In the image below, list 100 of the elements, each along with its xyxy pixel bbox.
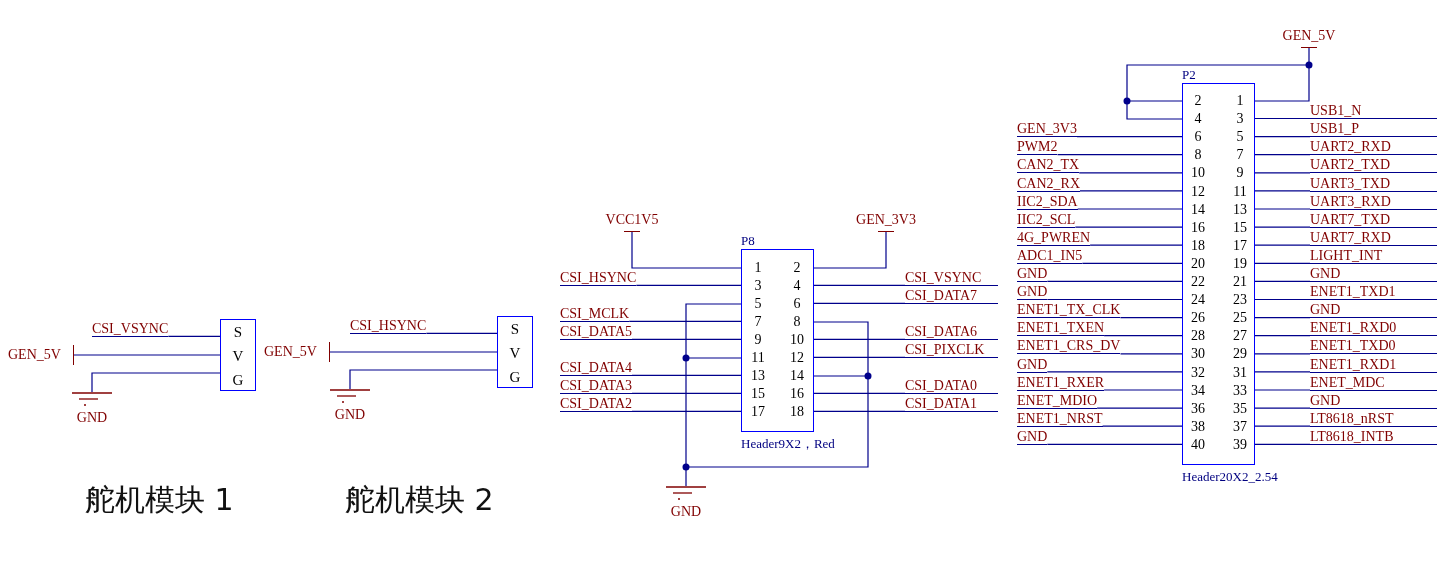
power-port	[8, 345, 74, 365]
net-label: ENET_MDC	[1310, 374, 1437, 391]
net-label: GND	[1017, 284, 1048, 301]
pin-number: 27	[1232, 328, 1248, 345]
wire	[813, 284, 906, 286]
net-label: UART2_TXD	[1310, 157, 1437, 174]
pin-number: 15	[750, 386, 766, 402]
pin-number: 30	[1190, 346, 1206, 363]
wire	[1254, 117, 1311, 120]
wire	[1119, 317, 1183, 319]
pin-number: 16	[1190, 219, 1206, 236]
pin-number: 24	[1190, 292, 1206, 309]
connector-box	[497, 316, 533, 388]
wire	[1254, 425, 1311, 427]
net-label: CSI_VSYNC	[92, 321, 169, 337]
net-label: UART2_RXD	[1310, 139, 1437, 156]
pin-number: 4	[792, 278, 802, 294]
net-label: CSI_MCLK	[560, 306, 630, 322]
pin-number: 5	[753, 296, 763, 312]
pin-number: 1	[753, 260, 763, 276]
net-label: GND	[75, 410, 109, 425]
wire	[1254, 371, 1311, 373]
pin-label: G	[231, 372, 245, 388]
wire	[1254, 280, 1311, 282]
wire	[1074, 226, 1183, 228]
pin-label: S	[509, 321, 521, 337]
pin-number: 31	[1232, 364, 1248, 381]
module-caption: 舵机模块 1	[85, 482, 234, 518]
wire	[1254, 136, 1311, 138]
pin-number: 25	[1232, 310, 1248, 327]
wire	[1103, 389, 1183, 391]
wire	[1096, 407, 1183, 409]
pin-number: 10	[1190, 165, 1206, 182]
pin-number: 7	[753, 314, 763, 330]
wire	[1254, 208, 1311, 210]
net-label: GEN_5V	[1281, 28, 1337, 43]
net-label: CSI_DATA1	[905, 396, 998, 412]
pin-number: 2	[1193, 93, 1203, 109]
net-label: UART7_RXD	[1310, 229, 1437, 246]
part-value: Header20X2_2.54	[1182, 469, 1278, 484]
wire	[1254, 317, 1311, 319]
net-label: CSI_DATA7	[905, 288, 998, 304]
pin-number: 3	[1235, 111, 1245, 128]
wire	[1254, 46, 1310, 102]
net-label: CSI_VSYNC	[905, 270, 998, 286]
pin-number: 28	[1190, 328, 1206, 345]
net-label: GEN_3V3	[1017, 121, 1077, 138]
net-label: ENET1_TXD0	[1310, 338, 1437, 355]
pin-number: 37	[1232, 418, 1248, 435]
wire	[1056, 154, 1183, 156]
net-label: ENET1_TX_CLK	[1017, 302, 1121, 319]
pin-number: 9	[753, 332, 763, 348]
pin-number: 11	[1232, 183, 1248, 200]
pin-number: 29	[1232, 346, 1248, 363]
wire	[1254, 407, 1311, 409]
wire	[425, 332, 498, 334]
net-label: ENET1_NRST	[1017, 410, 1103, 427]
pin-number: 15	[1232, 219, 1248, 236]
net-label: CSI_HSYNC	[560, 270, 637, 286]
wire	[1046, 371, 1183, 373]
part-value: Header9X2，Red	[741, 436, 835, 451]
net-label: CSI_DATA6	[905, 324, 998, 340]
wire	[1119, 353, 1183, 355]
net-label: VCC1V5	[604, 212, 660, 227]
pin-number: 18	[789, 404, 805, 420]
net-label: UART3_RXD	[1310, 193, 1437, 210]
net-label: GEN_5V	[264, 344, 317, 359]
wire	[813, 356, 906, 358]
pin-number: 34	[1190, 382, 1206, 399]
pin-number: 2	[792, 260, 802, 276]
pin-number: 1	[1235, 93, 1245, 109]
net-label: CSI_DATA5	[560, 324, 632, 340]
net-label: IIC2_SDA	[1017, 193, 1078, 210]
wire	[1076, 136, 1183, 138]
wire	[1079, 190, 1183, 192]
wire	[685, 357, 742, 487]
net-label: USB1_P	[1310, 121, 1437, 138]
pin-number: 6	[1193, 129, 1203, 146]
wire	[813, 230, 887, 269]
designator: P8	[741, 233, 755, 248]
net-label: UART3_TXD	[1310, 175, 1437, 192]
pin-number: 7	[1235, 147, 1245, 164]
pin-number: 10	[789, 332, 805, 348]
wire	[91, 372, 221, 393]
pin-number: 17	[1232, 237, 1248, 254]
net-label: CSI_PIXCLK	[905, 342, 998, 358]
pin-number: 39	[1232, 436, 1248, 453]
net-label: CSI_DATA0	[905, 378, 998, 394]
wire	[631, 410, 742, 412]
wire	[1254, 443, 1311, 445]
pin-number: 13	[750, 368, 766, 384]
pin-number: 22	[1190, 274, 1206, 290]
net-label: GND	[1017, 266, 1048, 282]
pin-number: 9	[1235, 165, 1245, 182]
wire	[631, 392, 742, 394]
net-label: CAN2_RX	[1017, 175, 1080, 192]
wire	[1046, 298, 1183, 301]
pin-number: 23	[1232, 292, 1248, 309]
wire	[1254, 226, 1311, 228]
net-label: PWM2	[1017, 139, 1058, 156]
